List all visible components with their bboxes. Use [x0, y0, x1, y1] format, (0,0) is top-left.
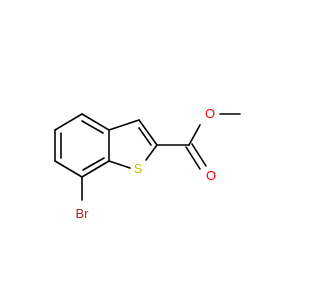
- bond-c3a-c4: [81, 113, 110, 131]
- bond-carbonyl-o-double-a: [185, 146, 201, 170]
- sulfur-atom-label: S: [134, 161, 143, 176]
- bond-s-c7a: [108, 160, 131, 169]
- ester-oxygen-label: O: [205, 106, 215, 121]
- bond-c3-c2-inner: [138, 127, 152, 146]
- bond-c7-c7a-inner: [82, 157, 105, 171]
- carbonyl-oxygen-label: O: [206, 168, 216, 183]
- bond-c4-c5: [54, 113, 83, 131]
- bromine-atom-label: Br: [76, 206, 90, 221]
- bond-c6-c7: [54, 160, 83, 178]
- bond-c2-s: [145, 144, 158, 161]
- atom-label-layer: S Br O O: [76, 106, 217, 221]
- bond-c3a-c3: [108, 119, 140, 131]
- bond-c3-c2: [138, 119, 158, 146]
- bond-c7-c7a: [81, 160, 110, 178]
- bond-carbonyl-o-single: [188, 124, 201, 146]
- bond-carbonyl-o-double-b: [191, 143, 207, 167]
- structure-diagram: S Br O O: [54, 106, 241, 221]
- bond-c3a-c4-inner: [81, 120, 104, 134]
- bond-layer: [54, 113, 241, 201]
